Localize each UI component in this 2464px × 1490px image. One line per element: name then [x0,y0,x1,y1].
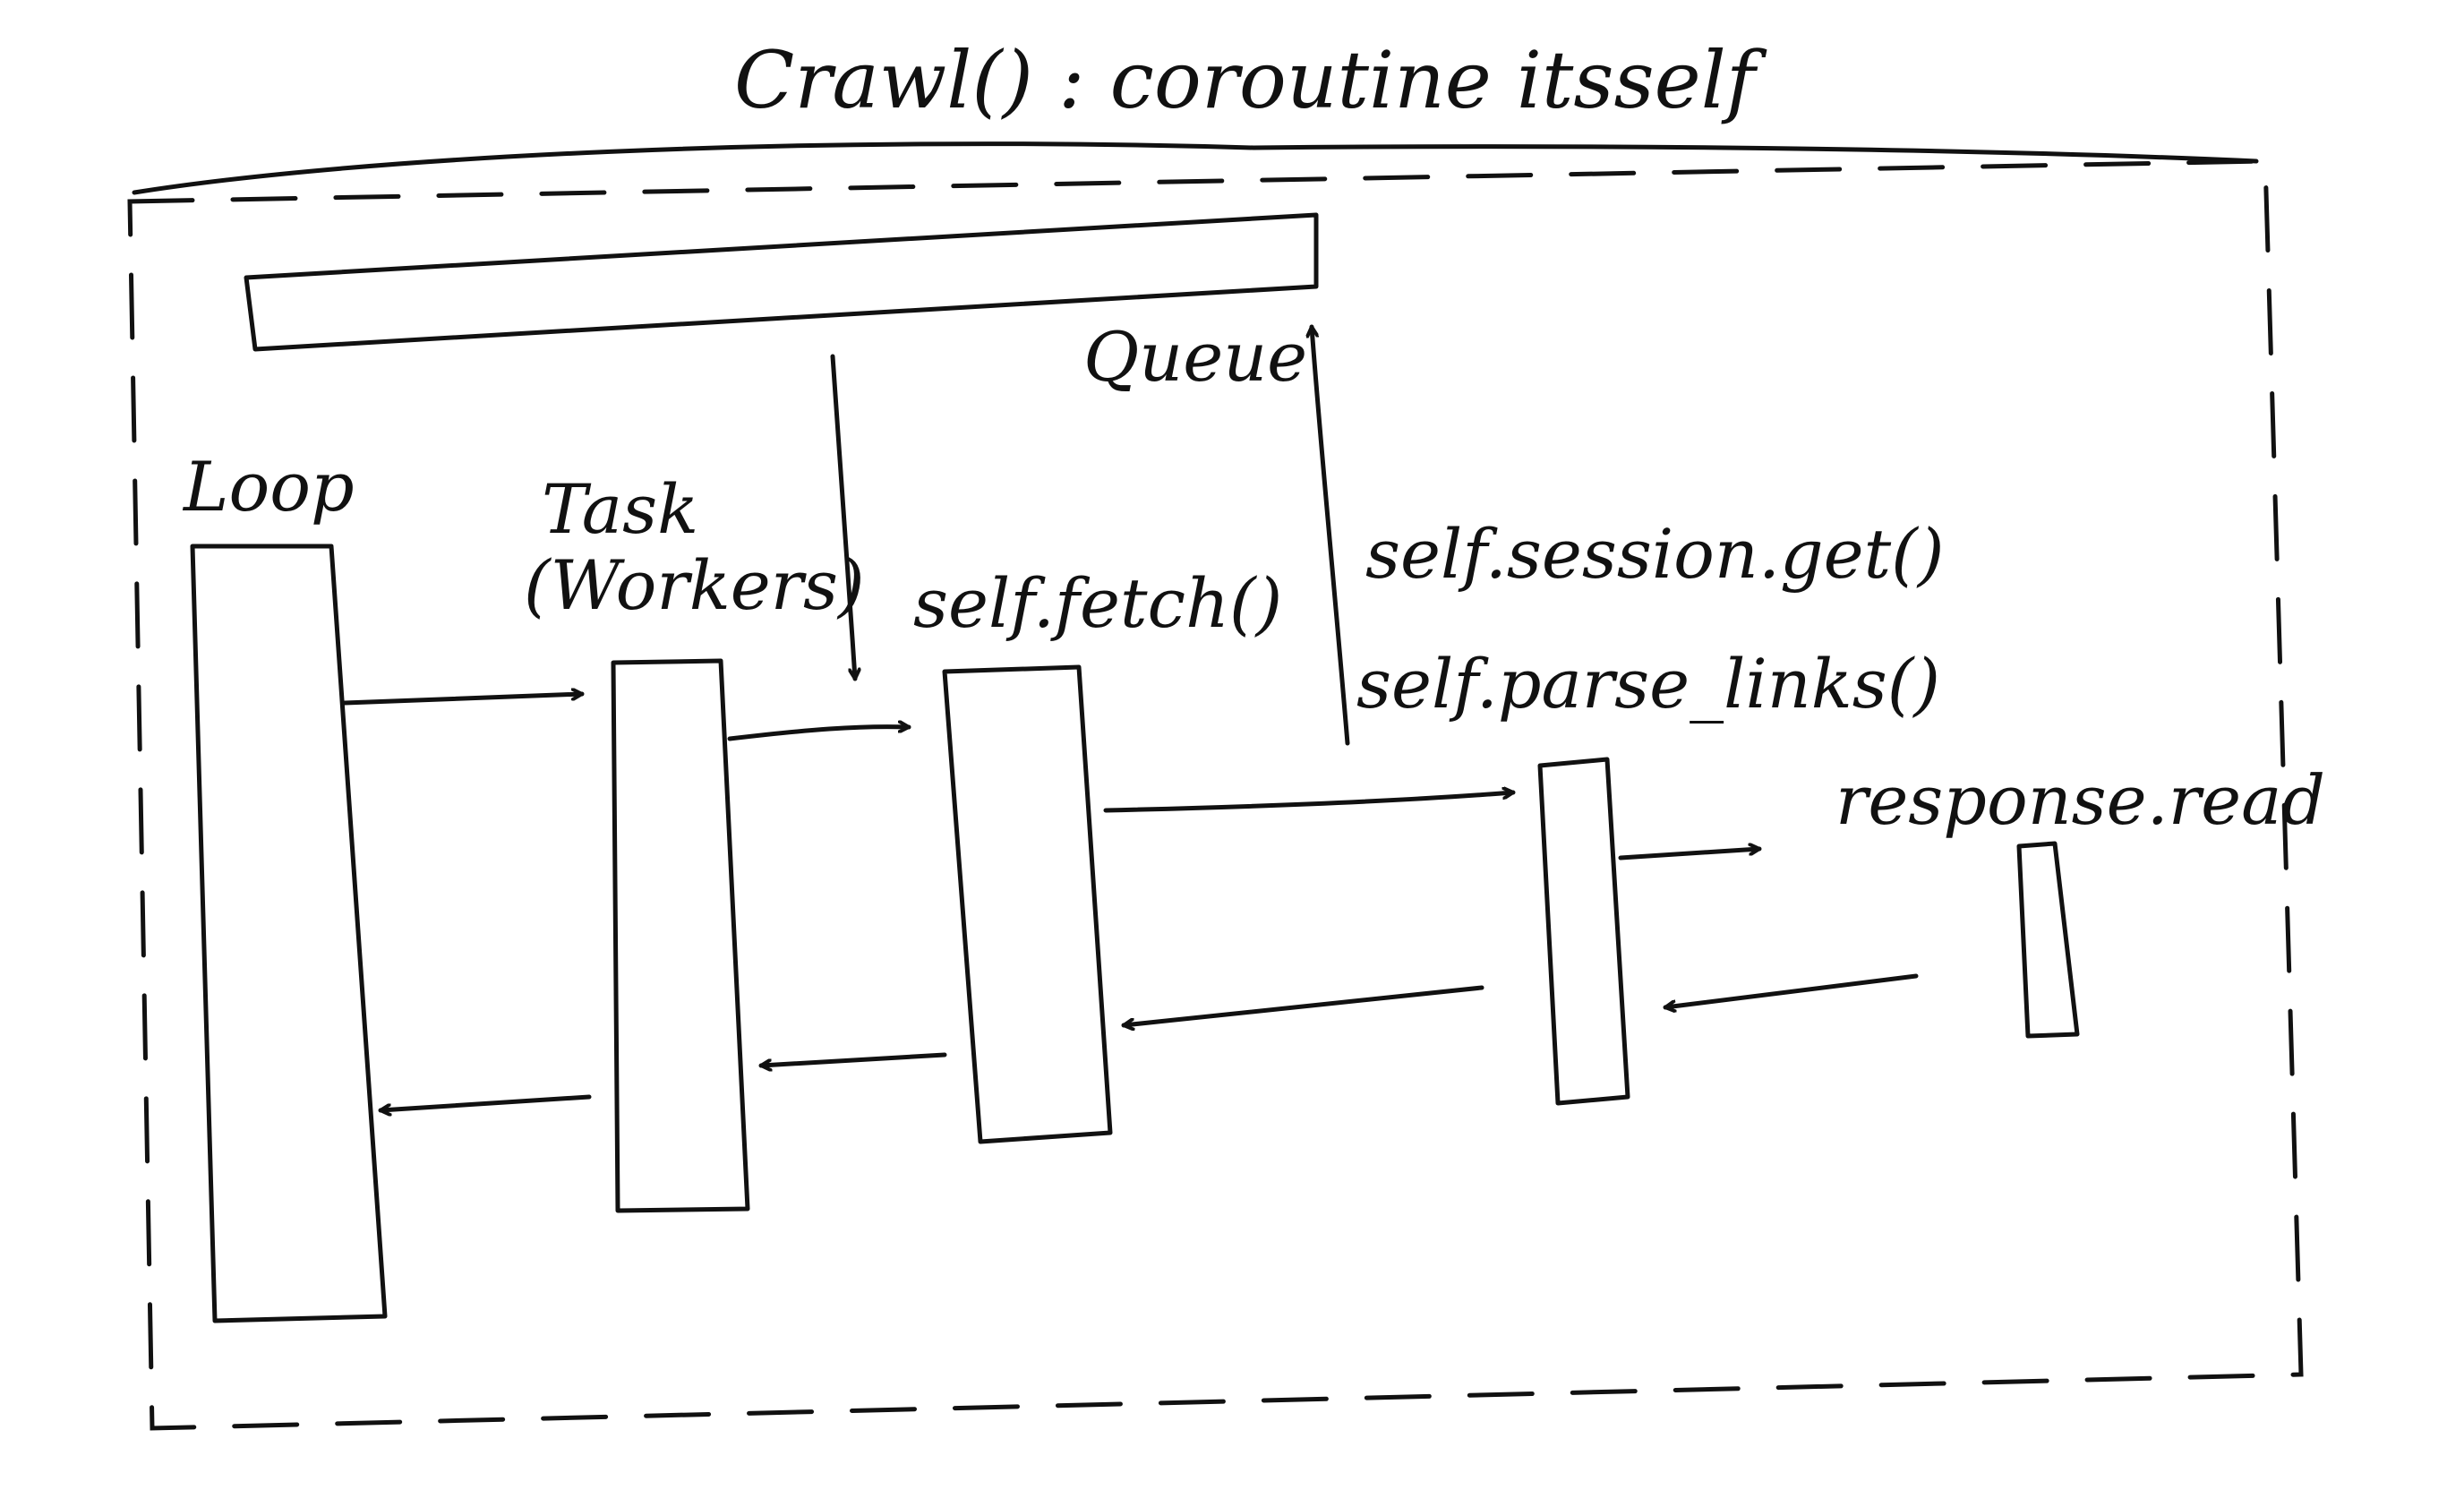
session-get-to-response-read-arrow [1618,849,1762,861]
queue-bar [244,212,1319,352]
fetch-lifeline [942,664,1113,1144]
fetch-to-session-get-arrow [1103,792,1516,813]
queue-to-fetch-arrow [830,354,855,681]
loop-lifeline [190,544,388,1323]
session-get-label: self.session.get() [1365,514,1944,594]
title-underline [132,141,2259,195]
queue-label: Queue [1083,317,1307,397]
response-read-label: response.read [1835,760,2325,840]
coroutine-boundary [127,158,2304,1431]
response-read-return-arrow [1663,973,1919,1007]
task-workers-label: (Workers) [524,545,865,625]
session-get-lifeline [1537,757,1630,1106]
parse-links-to-queue-arrow [1312,324,1350,746]
response-read-lifeline [2016,841,2080,1039]
task-label: Task [542,469,698,549]
fetch-label: self.fetch() [913,563,1282,643]
loop-to-task-arrow [342,694,585,706]
session-get-return-arrow [1121,985,1484,1025]
diagram-title: Crawl() : coroutine itsself [734,34,1767,126]
task-to-fetch-arrow [727,727,911,741]
task-return-arrow [378,1094,592,1110]
fetch-return-arrow [758,1052,947,1066]
task-lifeline [611,658,750,1213]
loop-label: Loop [182,447,355,527]
parse-links-label: self.parse_links() [1356,644,1940,724]
